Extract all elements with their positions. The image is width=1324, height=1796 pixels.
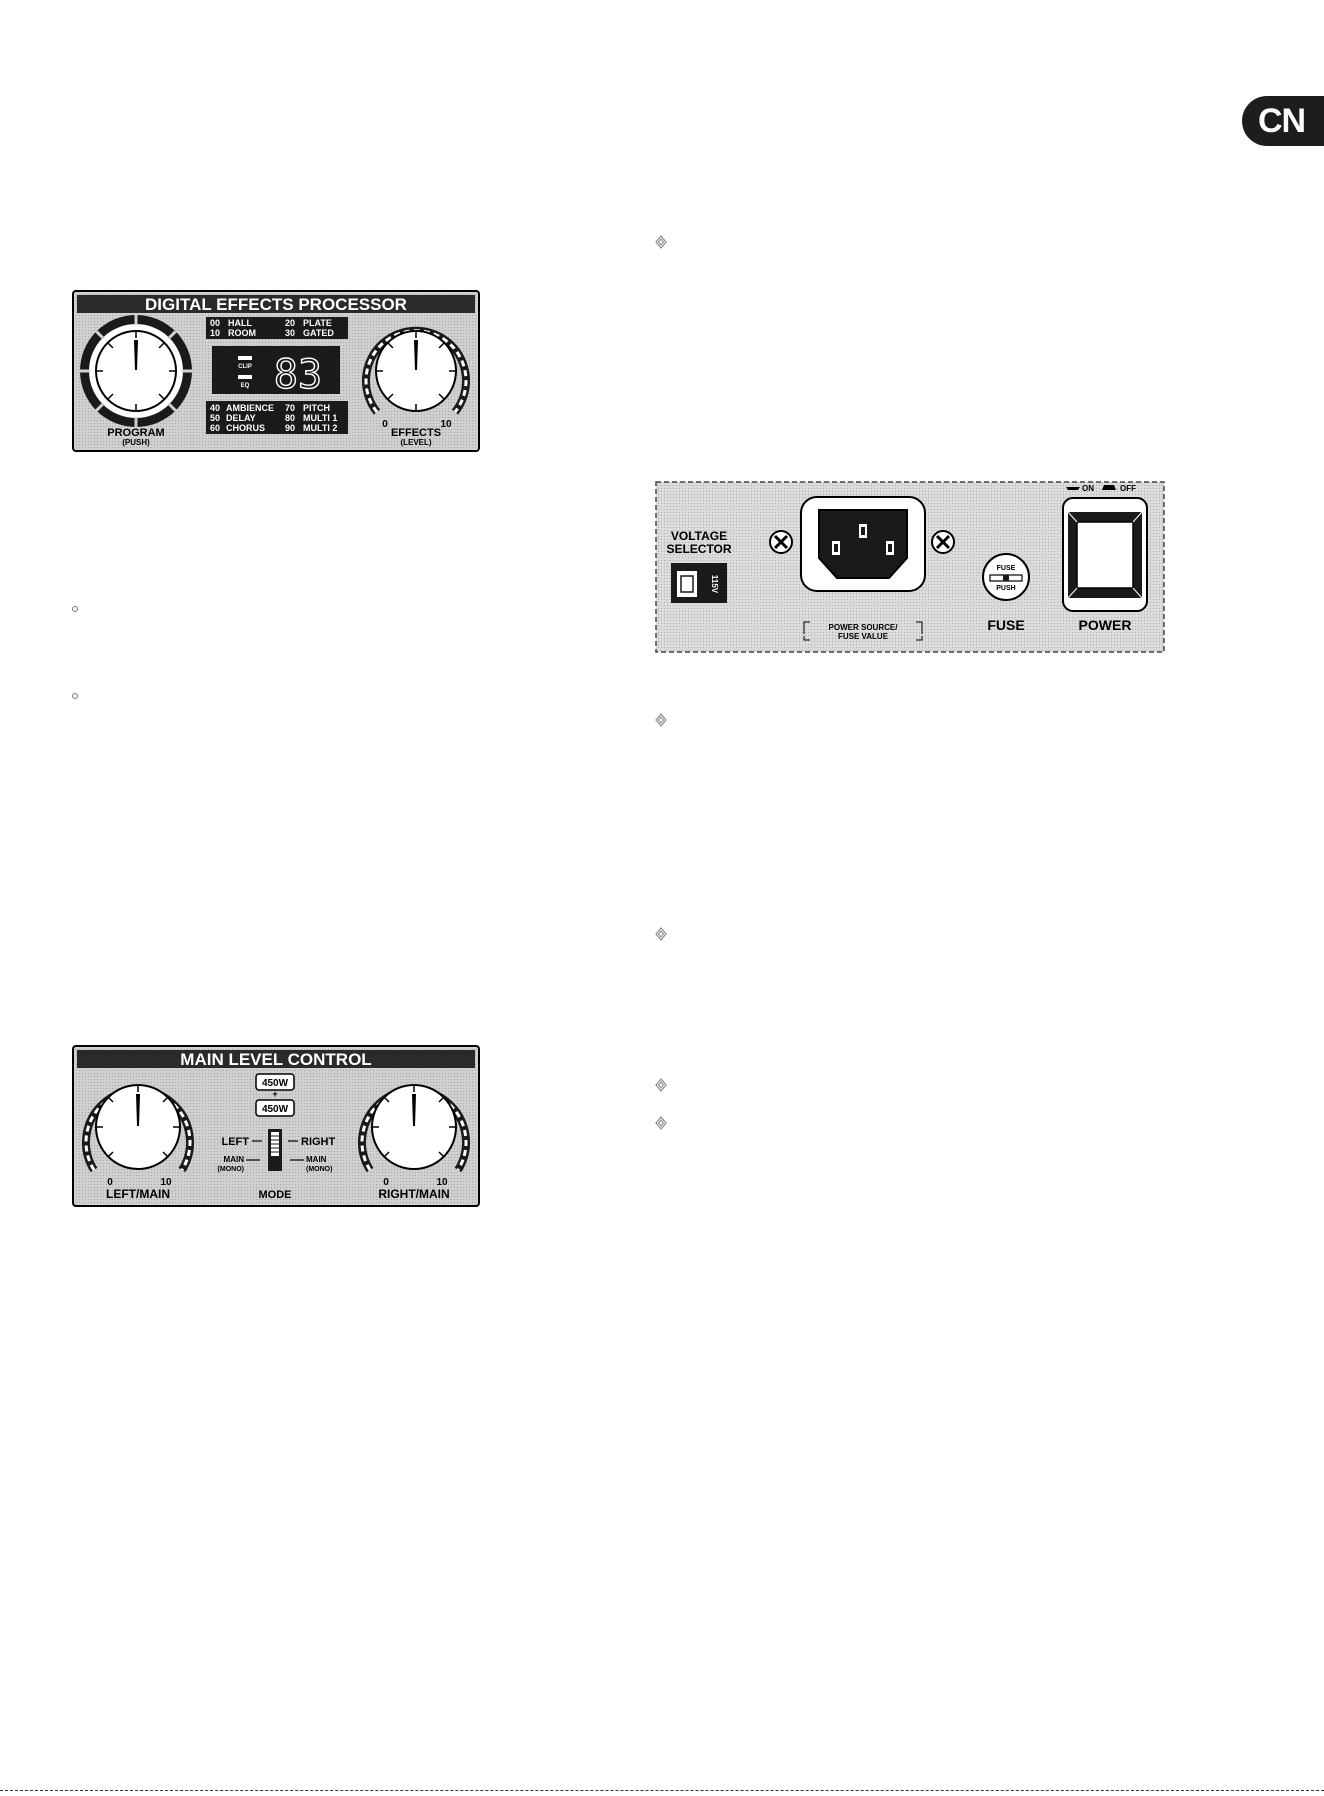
note-diamond-icon <box>655 1116 667 1130</box>
preset-code: 50 <box>210 413 220 423</box>
preset-name: MULTI 2 <box>303 423 337 433</box>
clip-led-label: CLIP <box>238 364 252 370</box>
power-panel: VOLTAGE SELECTOR 115V <box>654 478 1166 654</box>
mode-mono-left-label: (MONO) <box>218 1166 244 1173</box>
preset-name: ROOM <box>228 328 256 338</box>
preset-code: 60 <box>210 423 220 433</box>
note-diamond-icon <box>655 713 667 727</box>
note-diamond-icon <box>655 235 667 249</box>
preset-name: MULTI 1 <box>303 413 337 423</box>
note-diamond-icon <box>655 1078 667 1092</box>
dfx-title: DIGITAL EFFECTS PROCESSOR <box>145 295 407 314</box>
power-rating-top: 450W <box>262 1078 289 1089</box>
on-indicator: ON <box>1066 484 1094 493</box>
preset-name: HALL <box>228 318 252 328</box>
right-main-label: RIGHT/MAIN <box>378 1187 449 1201</box>
fuse-cap-bottom: PUSH <box>996 585 1015 592</box>
power-label: POWER <box>1079 617 1132 633</box>
left-max-label: 10 <box>160 1177 172 1188</box>
right-min-label: 0 <box>383 1177 389 1188</box>
list-bullet <box>72 693 78 699</box>
power-source-line1: POWER SOURCE/ <box>829 623 899 632</box>
fuse-label: FUSE <box>987 617 1024 633</box>
preset-code: 30 <box>285 328 295 338</box>
screw-icon <box>769 530 793 554</box>
preset-name: PITCH <box>303 403 330 413</box>
voltage-selector-line1: VOLTAGE <box>671 529 727 543</box>
preset-name: DELAY <box>226 413 256 423</box>
on-label: ON <box>1082 484 1094 493</box>
preset-code: 40 <box>210 403 220 413</box>
display-digits: 83 <box>274 352 322 398</box>
program-knob[interactable] <box>80 315 192 427</box>
dfx-panel: DIGITAL EFFECTS PROCESSOR <box>72 290 480 452</box>
voltage-value: 115V <box>710 575 719 594</box>
fuse-cap-top: FUSE <box>997 565 1016 572</box>
effects-min-label: 0 <box>382 419 388 430</box>
left-main-knob[interactable] <box>82 1084 194 1173</box>
power-switch[interactable] <box>1062 497 1148 612</box>
preset-name: PLATE <box>303 318 332 328</box>
left-min-label: 0 <box>107 1177 113 1188</box>
list-bullet <box>72 606 78 612</box>
voltage-selector-line2: SELECTOR <box>666 542 731 556</box>
voltage-selector-switch[interactable]: 115V <box>671 563 727 603</box>
off-indicator: OFF <box>1102 484 1136 493</box>
power-rating-plus: + <box>272 1089 277 1099</box>
mode-main-right-label: MAIN <box>306 1155 327 1164</box>
left-main-label: LEFT/MAIN <box>106 1187 170 1201</box>
mode-right-label: RIGHT <box>301 1136 336 1148</box>
program-label: PROGRAM <box>107 427 164 439</box>
power-source-line2: FUSE VALUE <box>838 632 889 641</box>
preset-name: CHORUS <box>226 423 265 433</box>
program-sub-label: (PUSH) <box>122 438 150 447</box>
power-rating-bottom: 450W <box>262 1104 289 1115</box>
effect-display: CLIP EQ 83 <box>212 346 340 399</box>
preset-code: 20 <box>285 318 295 328</box>
preset-name: GATED <box>303 328 334 338</box>
preset-code: 10 <box>210 328 220 338</box>
preset-code: 90 <box>285 423 295 433</box>
main-level-title: MAIN LEVEL CONTROL <box>180 1050 371 1069</box>
eq-led-label: EQ <box>241 383 250 389</box>
preset-name: AMBIENCE <box>226 403 274 413</box>
mode-mono-right-label: (MONO) <box>306 1166 332 1173</box>
preset-code: 70 <box>285 403 295 413</box>
mode-left-label: LEFT <box>222 1136 250 1148</box>
preset-code: 00 <box>210 318 220 328</box>
effects-label: EFFECTS <box>391 427 441 439</box>
right-main-knob[interactable] <box>358 1084 470 1173</box>
effects-max-label: 10 <box>440 419 452 430</box>
page-bottom-rule <box>0 1790 1324 1791</box>
fuse-holder[interactable]: FUSE PUSH <box>982 553 1030 601</box>
effects-level-knob[interactable] <box>362 326 470 415</box>
language-tab[interactable]: CN <box>1242 96 1324 146</box>
main-level-panel: MAIN LEVEL CONTROL 0 10 LEFT/MAIN 450W + <box>72 1045 480 1207</box>
power-inlet[interactable] <box>800 496 926 592</box>
screw-icon <box>931 530 955 554</box>
off-label: OFF <box>1120 484 1136 493</box>
mode-main-left-label: MAIN <box>224 1155 245 1164</box>
mode-switch[interactable] <box>268 1129 282 1171</box>
mode-label: MODE <box>259 1189 292 1201</box>
effects-sub-label: (LEVEL) <box>400 438 431 447</box>
preset-code: 80 <box>285 413 295 423</box>
right-max-label: 10 <box>436 1177 448 1188</box>
note-diamond-icon <box>655 927 667 941</box>
